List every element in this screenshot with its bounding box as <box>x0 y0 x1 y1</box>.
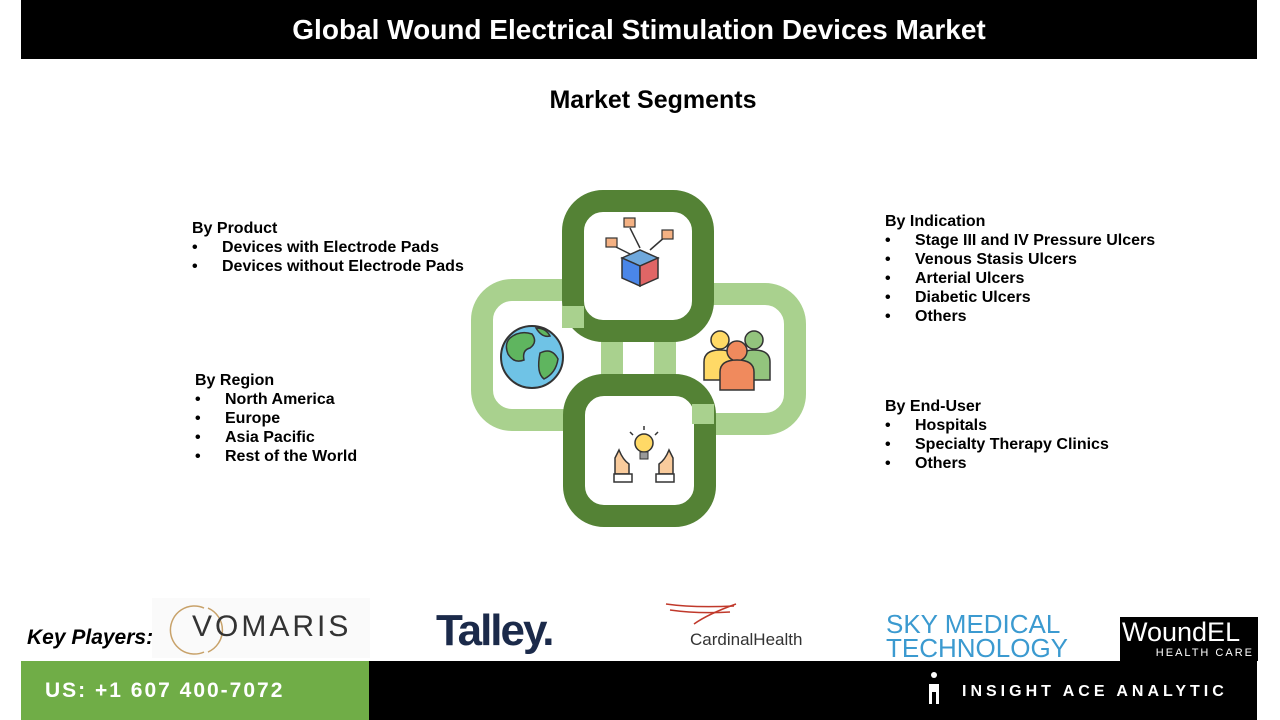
segment-product: By Product Devices with Electrode Pads D… <box>192 219 464 276</box>
talley-logo: Talley. <box>436 606 586 662</box>
list-item: Europe <box>195 409 357 428</box>
list-item: Devices with Electrode Pads <box>192 238 464 257</box>
globe-icon <box>500 325 564 389</box>
woundel-logo-line1: WoundEL <box>1122 617 1241 647</box>
segment-indication: By Indication Stage III and IV Pressure … <box>885 212 1155 326</box>
sky-logo-line1: SKY MEDICAL <box>886 609 1061 639</box>
phone-number: US: +1 607 400-7072 <box>45 678 285 702</box>
list-item: Devices without Electrode Pads <box>192 257 464 276</box>
segment-region: By Region North America Europe Asia Paci… <box>195 371 357 466</box>
footer-black-bar <box>369 661 1257 720</box>
lightbulb-hands-icon <box>613 426 675 483</box>
list-item: Diabetic Ulcers <box>885 288 1155 307</box>
footer-brand: INSIGHT ACE ANALYTIC <box>962 683 1228 700</box>
talley-logo-text: Talley. <box>436 606 554 655</box>
list-item: Rest of the World <box>195 447 357 466</box>
list-item: Asia Pacific <box>195 428 357 447</box>
page-title-bar: Global Wound Electrical Stimulation Devi… <box>21 0 1257 59</box>
segment-title: By Indication <box>885 213 986 230</box>
vomaris-logo: VOMARIS <box>152 598 370 658</box>
woundel-logo-line2: HEALTH CARE <box>1155 647 1254 659</box>
people-group-icon <box>703 330 771 391</box>
list-item: Hospitals <box>885 416 1109 435</box>
network-cube-icon <box>605 217 674 288</box>
footer-phone-banner: US: +1 607 400-7072 <box>21 661 369 720</box>
list-item: Others <box>885 307 1155 326</box>
segments-graphic <box>471 190 806 527</box>
list-item: Arterial Ulcers <box>885 269 1155 288</box>
vomaris-logo-text: VOMARIS <box>192 610 352 643</box>
segment-title: By End-User <box>885 398 982 415</box>
list-item: Venous Stasis Ulcers <box>885 250 1155 269</box>
list-item: Specialty Therapy Clinics <box>885 435 1109 454</box>
sky-medical-logo: SKY MEDICAL TECHNOLOGY <box>886 609 1069 663</box>
segment-end-user: By End-User Hospitals Specialty Therapy … <box>885 397 1109 473</box>
key-players-label: Key Players: <box>27 626 154 649</box>
sky-logo-line2: TECHNOLOGY <box>886 633 1069 663</box>
list-item: Others <box>885 454 1109 473</box>
cardinal-logo-text: CardinalHealth <box>690 630 803 649</box>
cardinal-health-logo: CardinalHealth <box>660 600 810 656</box>
page-title: Global Wound Electrical Stimulation Devi… <box>292 13 986 45</box>
segment-title: By Region <box>195 372 275 389</box>
list-item: Stage III and IV Pressure Ulcers <box>885 231 1155 250</box>
segment-title: By Product <box>192 220 278 237</box>
list-item: North America <box>195 390 357 409</box>
woundel-logo: WoundEL HEALTH CARE <box>1120 617 1258 661</box>
section-subtitle: Market Segments <box>549 86 757 114</box>
vomaris-mark <box>169 605 224 655</box>
cardinal-swoosh <box>665 603 737 625</box>
insight-ace-logo-icon <box>929 672 939 704</box>
